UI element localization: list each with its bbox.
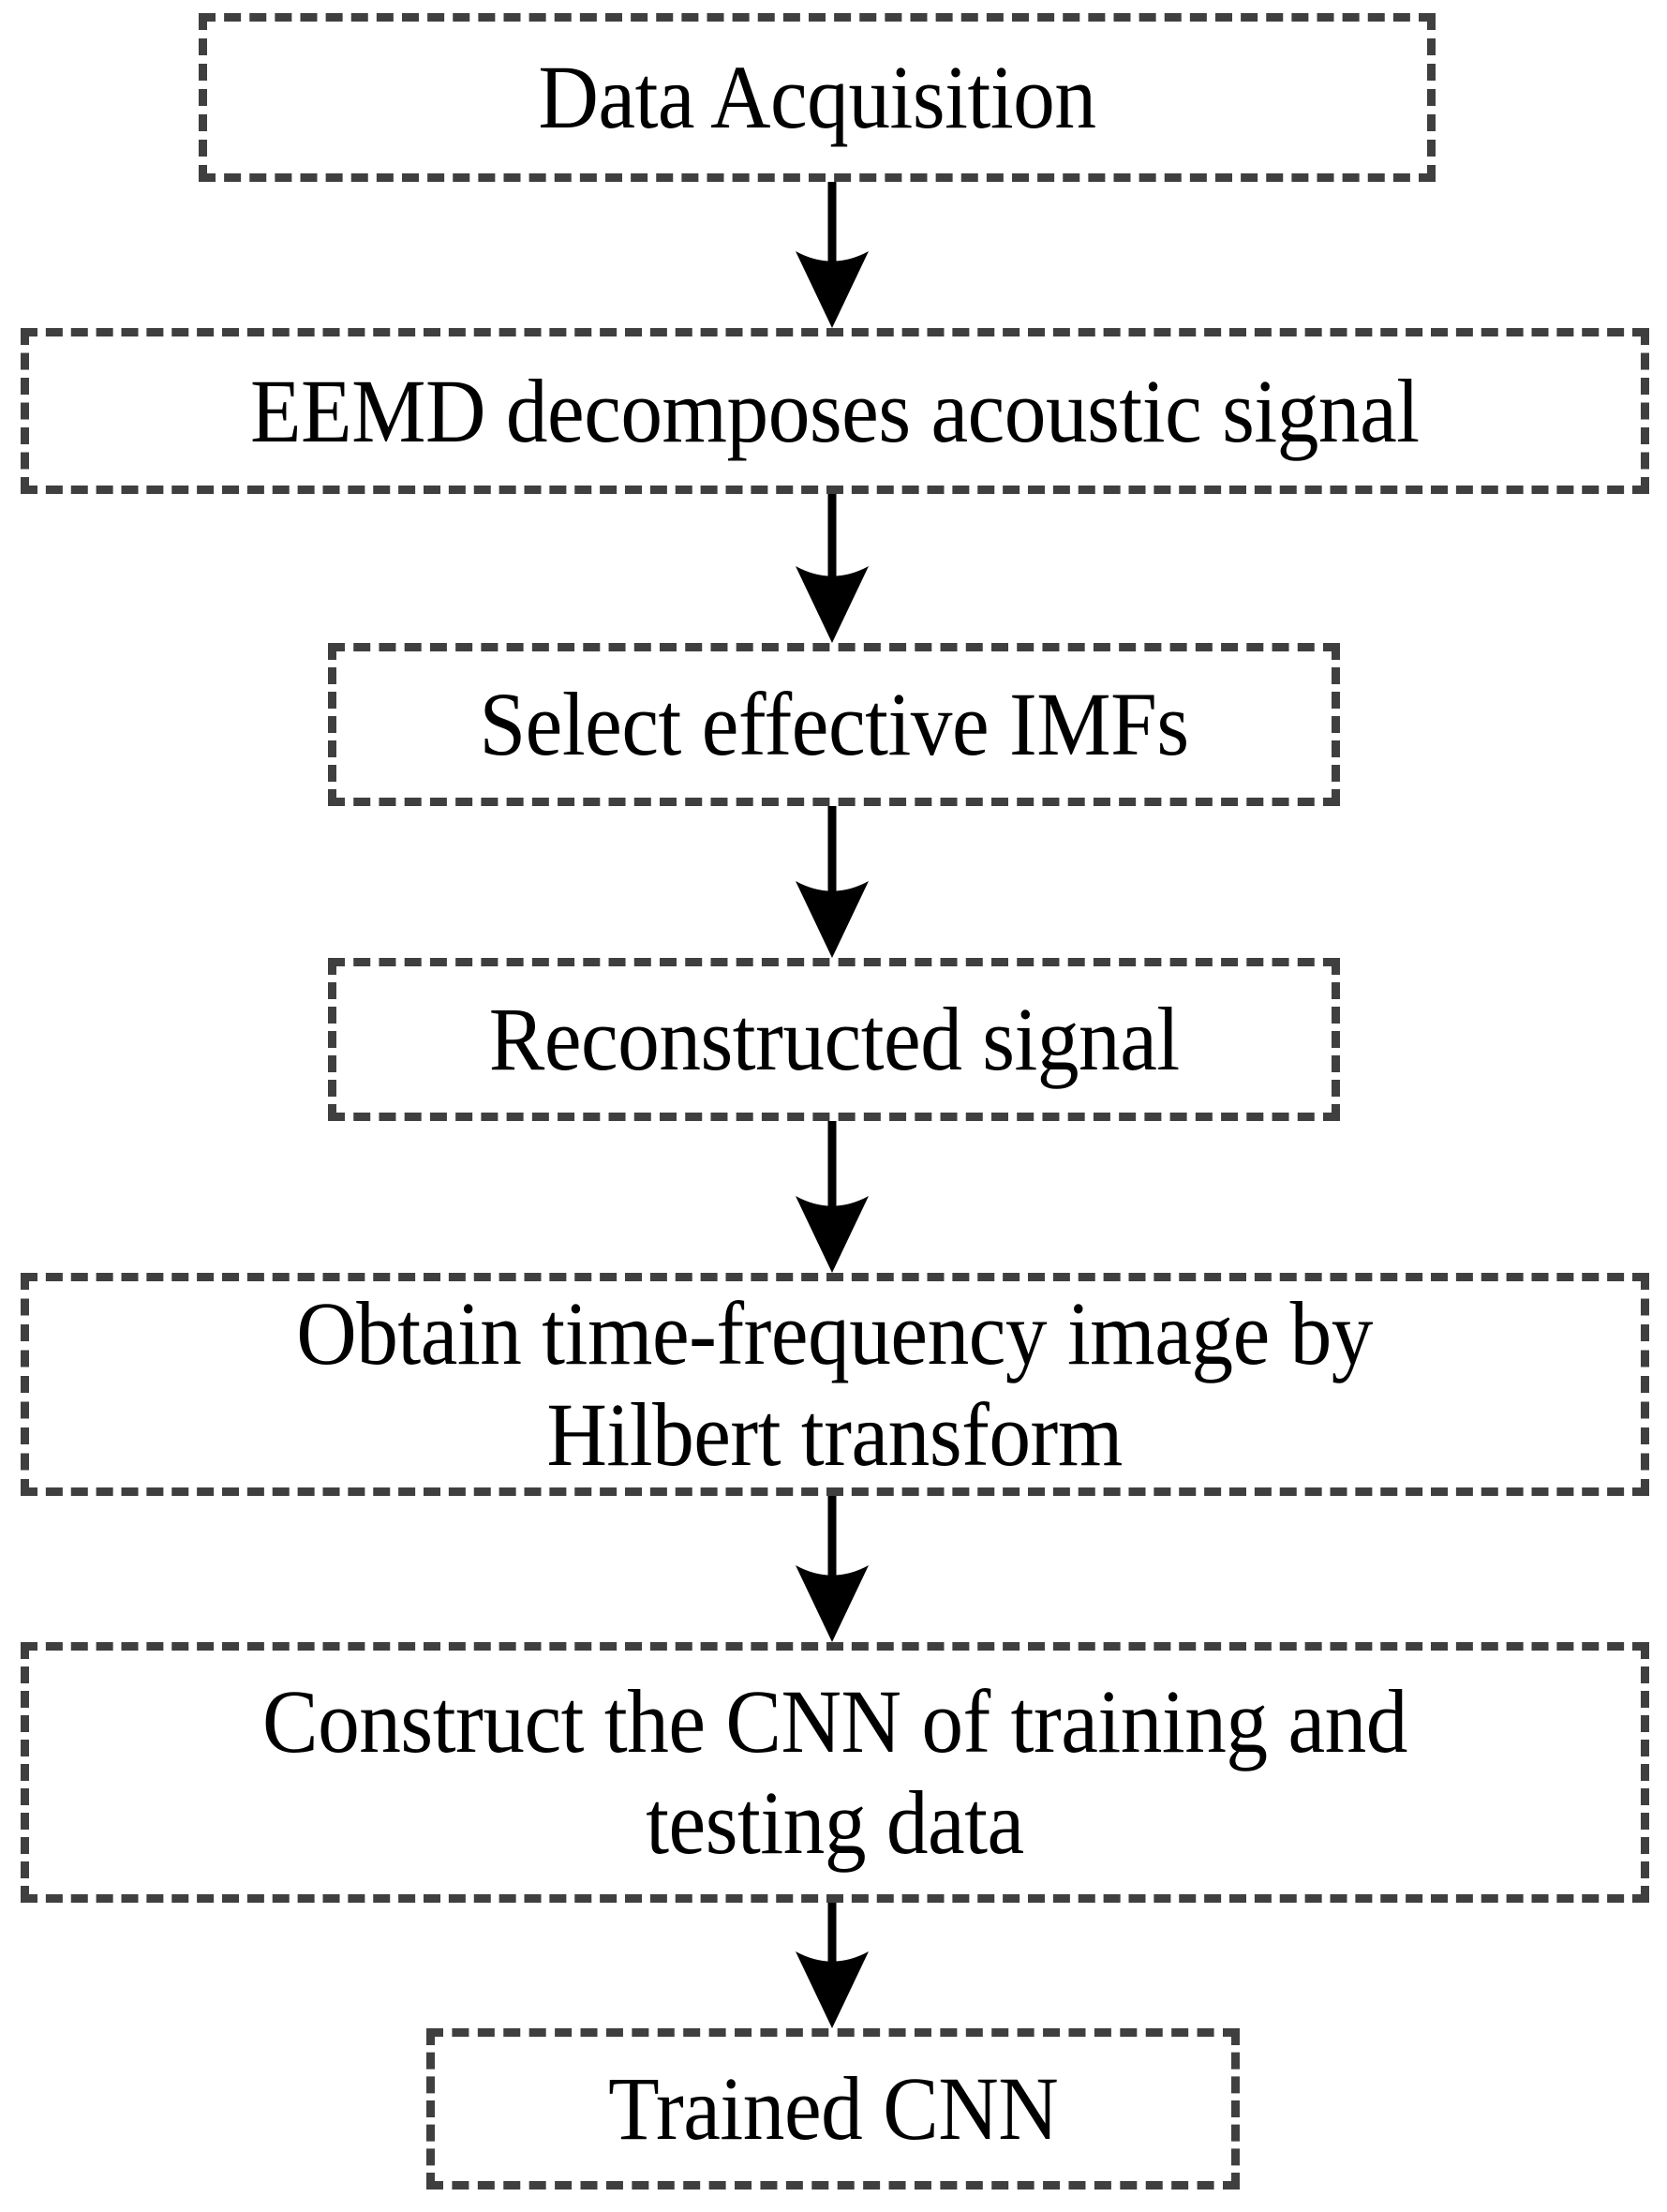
flow-arrow-n3-to-n4 [796,806,869,958]
flow-arrow-n1-to-n2 [796,182,869,328]
flow-node-label: Reconstructed signal [488,989,1180,1090]
flow-node-eemd-decomposes[interactable]: EEMD decomposes acoustic signal [21,328,1649,494]
flow-node-label: EEMD decomposes acoustic signal [250,360,1420,461]
flow-arrow-n2-to-n3 [796,494,869,643]
flow-node-time-frequency-image[interactable]: Obtain time-frequency image by Hilbert t… [21,1273,1649,1496]
flow-arrow-n5-to-n6 [796,1496,869,1642]
flow-node-label: Trained CNN [607,2058,1059,2160]
flow-node-select-imfs[interactable]: Select effective IMFs [328,643,1340,806]
flow-node-data-acquisition[interactable]: Data Acquisition [199,13,1436,182]
flow-node-label: Select effective IMFs [479,674,1189,775]
flow-arrow-n6-to-n7 [796,1903,869,2028]
flow-node-label: Obtain time-frequency image by Hilbert t… [296,1283,1374,1485]
flow-node-label: Construct the CNN of training and testin… [262,1671,1407,1873]
flow-node-reconstructed-signal[interactable]: Reconstructed signal [328,958,1340,1121]
flow-node-construct-cnn[interactable]: Construct the CNN of training and testin… [21,1642,1649,1903]
flow-node-trained-cnn[interactable]: Trained CNN [426,2028,1240,2190]
flow-arrow-n4-to-n5 [796,1121,869,1273]
flow-node-label: Data Acquisition [538,47,1096,148]
